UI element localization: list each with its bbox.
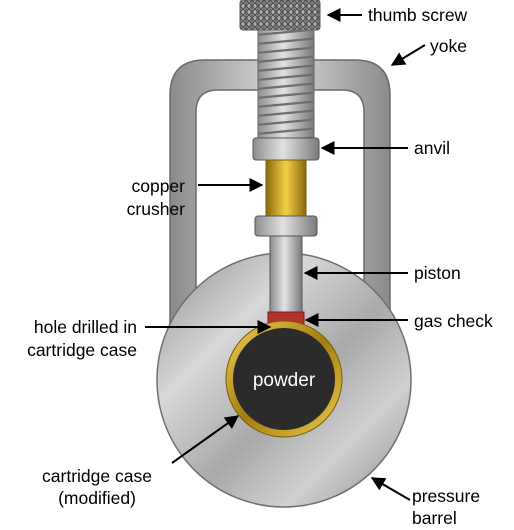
thumb-screw-threads bbox=[258, 30, 314, 138]
powder-charge bbox=[233, 328, 335, 430]
piston bbox=[269, 235, 303, 313]
thumb-screw-head bbox=[239, 0, 321, 31]
label-gas-check: gas check bbox=[414, 311, 493, 331]
yoke-arrow bbox=[390, 44, 426, 66]
copper-crusher bbox=[265, 159, 307, 217]
label-hole-1: hole drilled in bbox=[34, 317, 137, 337]
pressure-barrel-arrow bbox=[370, 477, 411, 501]
label-copper-crusher-2: crusher bbox=[127, 199, 186, 219]
label-pressure-barrel-1: pressure bbox=[412, 486, 480, 506]
label-cartridge-case-2: (modified) bbox=[58, 488, 136, 508]
anvil bbox=[252, 137, 320, 161]
label-piston: piston bbox=[414, 263, 461, 283]
piston-collar bbox=[254, 215, 318, 237]
label-powder: powder bbox=[253, 370, 316, 391]
label-hole-2: cartridge case bbox=[27, 340, 137, 360]
label-anvil: anvil bbox=[414, 138, 450, 158]
label-copper-crusher-1: copper bbox=[131, 176, 185, 196]
label-yoke: yoke bbox=[430, 36, 467, 56]
leader-arrows bbox=[145, 8, 426, 501]
label-thumb-screw: thumb screw bbox=[368, 5, 468, 25]
label-cartridge-case-1: cartridge case bbox=[42, 466, 152, 486]
cartridge-case-arrow bbox=[171, 415, 240, 464]
label-pressure-barrel-2: barrel bbox=[412, 508, 457, 528]
